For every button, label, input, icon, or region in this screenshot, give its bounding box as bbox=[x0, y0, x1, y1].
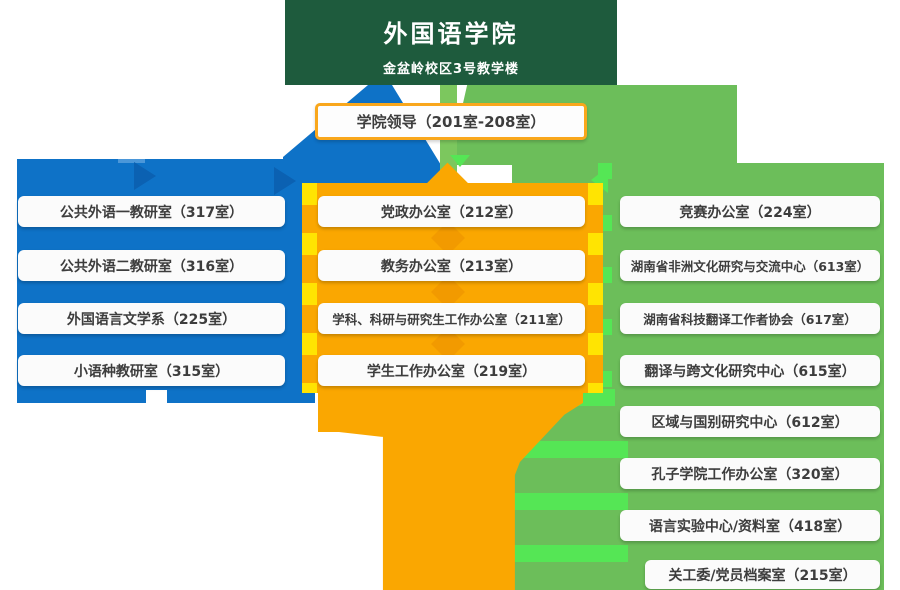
room-box-middle-4: 学生工作办公室（219室） bbox=[318, 355, 585, 386]
campus-subtitle: 金盆岭校区3号教学楼 bbox=[382, 62, 520, 77]
room-box-middle-3: 学科、科研与研究生工作办公室（211室） bbox=[318, 303, 585, 334]
room-box-middle-2: 教务办公室（213室） bbox=[318, 250, 585, 281]
leader-office-box: 学院领导（201室-208室） bbox=[315, 103, 587, 140]
lime-stripe bbox=[512, 545, 628, 562]
room-label: 湖南省科技翻译工作者协会（617室） bbox=[643, 312, 857, 327]
chevron-right-icon bbox=[274, 167, 296, 195]
room-box-left-4: 小语种教研室（315室） bbox=[18, 355, 285, 386]
room-box-right-4: 翻译与跨文化研究中心（615室） bbox=[620, 355, 880, 386]
room-label: 语言实验中心/资料室（418室） bbox=[648, 518, 852, 535]
room-label: 关工委/党员档案室（215室） bbox=[668, 567, 857, 584]
room-box-left-1: 公共外语一教研室（317室） bbox=[18, 196, 285, 227]
page-title: 外国语学院 bbox=[383, 20, 519, 48]
room-label: 外国语言文学系（225室） bbox=[66, 311, 237, 328]
yellow-dash-strip bbox=[588, 183, 603, 393]
room-label: 公共外语一教研室（317室） bbox=[59, 204, 244, 221]
room-label: 孔子学院工作办公室（320室） bbox=[651, 466, 849, 483]
room-label: 党政办公室（212室） bbox=[380, 204, 523, 221]
header-box: 外国语学院 金盆岭校区3号教学楼 bbox=[285, 0, 617, 85]
room-box-right-6: 孔子学院工作办公室（320室） bbox=[620, 458, 880, 489]
yellow-dash-strip bbox=[302, 183, 317, 393]
blue-accent-bar bbox=[118, 159, 145, 163]
room-label: 学科、科研与研究生工作办公室（211室） bbox=[332, 312, 571, 327]
room-box-right-1: 竞赛办公室（224室） bbox=[620, 196, 880, 227]
room-box-left-2: 公共外语二教研室（316室） bbox=[18, 250, 285, 281]
leader-office-label: 学院领导（201室-208室） bbox=[356, 113, 546, 131]
lime-stripe bbox=[516, 441, 628, 458]
room-box-right-2: 湖南省非洲文化研究与交流中心（613室） bbox=[620, 250, 880, 281]
lime-triangle-icon bbox=[450, 155, 470, 167]
room-label: 小语种教研室（315室） bbox=[73, 363, 230, 380]
room-label: 学生工作办公室（219室） bbox=[366, 363, 537, 380]
room-label: 竞赛办公室（224室） bbox=[679, 204, 821, 221]
room-box-right-7: 语言实验中心/资料室（418室） bbox=[620, 510, 880, 541]
room-box-middle-1: 党政办公室（212室） bbox=[318, 196, 585, 227]
room-box-right-3: 湖南省科技翻译工作者协会（617室） bbox=[620, 303, 880, 334]
room-box-left-3: 外国语言文学系（225室） bbox=[18, 303, 285, 334]
room-box-right-8: 关工委/党员档案室（215室） bbox=[645, 560, 880, 589]
chevron-right-icon bbox=[134, 162, 156, 190]
room-label: 公共外语二教研室（316室） bbox=[59, 258, 244, 275]
lime-stripe bbox=[514, 493, 628, 510]
room-label: 教务办公室（213室） bbox=[380, 258, 523, 275]
panel-notch bbox=[146, 390, 167, 403]
room-label: 翻译与跨文化研究中心（615室） bbox=[644, 363, 856, 380]
room-label: 区域与国别研究中心（612室） bbox=[651, 414, 849, 431]
room-box-right-5: 区域与国别研究中心（612室） bbox=[620, 406, 880, 437]
room-label: 湖南省非洲文化研究与交流中心（613室） bbox=[630, 259, 870, 274]
